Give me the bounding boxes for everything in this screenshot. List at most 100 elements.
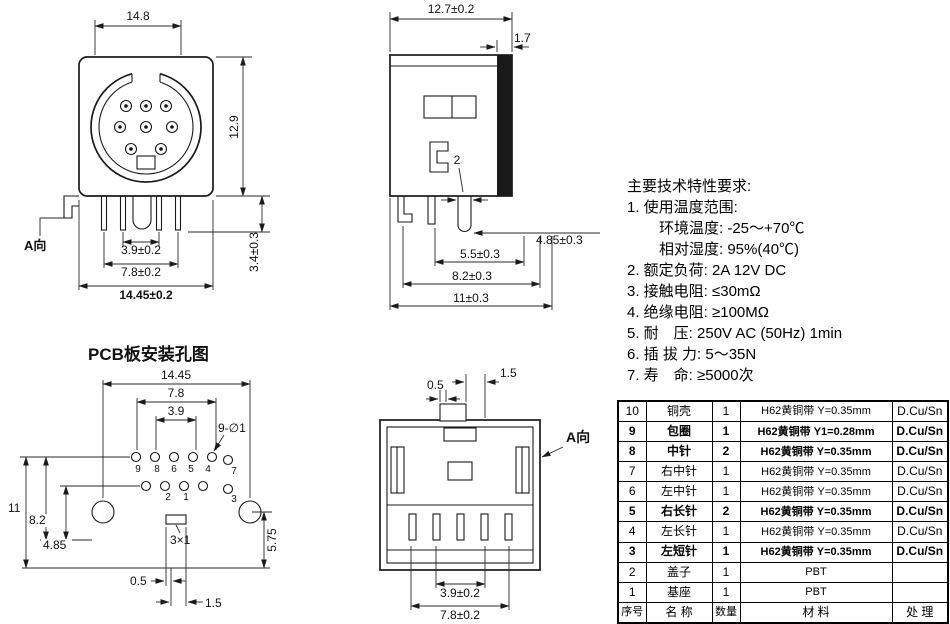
cell-process: D.Cu/Sn (891, 501, 949, 523)
table-row: 1 基座 1 PBT (617, 581, 949, 603)
cell-process (891, 581, 949, 603)
pcb-hole-callout: 9-∅1 (218, 421, 246, 435)
table-row: 9 包圈 1 H62黄铜带 Y1=0.28mm D.Cu/Sn (617, 421, 949, 443)
dim-front-top-width: 14.8 (126, 9, 150, 23)
cell-qty: 1 (711, 541, 741, 563)
cell-name: 右长针 (645, 501, 713, 523)
cell-qty: 1 (711, 521, 741, 543)
table-row: 6 左中针 1 H62黄铜带 Y=0.35mm D.Cu/Sn (617, 481, 949, 503)
tech-notes-title: 主要技术特性要求: (627, 178, 752, 195)
tech-note-line: 7. 寿 命: ≥5000次 (627, 367, 754, 384)
dim-front-pin-span-inner: 3.9±0.2 (121, 243, 161, 257)
table-row: 10 铜壳 1 H62黄铜带 Y=0.35mm D.Cu/Sn (617, 400, 949, 423)
header-no: 序号 (617, 601, 647, 624)
table-row: 4 左长针 1 H62黄铜带 Y=0.35mm D.Cu/Sn (617, 521, 949, 543)
cell-process: D.Cu/Sn (891, 400, 949, 423)
dim-pcb-offset-a: 0.5 (130, 574, 147, 588)
dim-side-span-a: 5.5±0.3 (460, 247, 500, 261)
header-process: 处 理 (891, 601, 949, 624)
dim-pcb-slot-size: 3×1 (170, 533, 191, 547)
pcb-slot (165, 514, 187, 525)
parts-table: 10 铜壳 1 H62黄铜带 Y=0.35mm D.Cu/Sn 9 包圈 1 H… (617, 400, 949, 624)
cell-qty: 2 (711, 441, 741, 463)
pcb-pin-label: 6 (171, 464, 177, 475)
cell-qty: 1 (711, 400, 741, 423)
cell-no: 1 (617, 581, 647, 603)
dim-pcb-offset-b: 1.5 (205, 596, 222, 610)
dim-pcb-lower-height: 4.85 (43, 538, 67, 552)
tech-note-line: 4. 绝缘电阻: ≥100MΩ (627, 304, 769, 321)
front-pins (113, 99, 179, 170)
dim-front-pin-span-outer: 7.8±0.2 (121, 265, 161, 279)
tech-note-line: 1. 使用温度范围: (627, 199, 738, 216)
cell-no: 7 (617, 461, 647, 483)
tech-note-line: 6. 插 拔 力: 5～35N (627, 346, 757, 363)
table-row: 8 中针 2 H62黄铜带 Y=0.35mm D.Cu/Sn (617, 441, 949, 463)
cell-no: 5 (617, 501, 647, 523)
cell-process: D.Cu/Sn (891, 441, 949, 463)
cell-name: 中针 (645, 441, 713, 463)
pcb-pin-label: 4 (205, 464, 211, 475)
dim-rear-pin-span-outer: 7.8±0.2 (440, 608, 480, 622)
cell-process: D.Cu/Sn (891, 541, 949, 563)
pcb-pin-label: 9 (135, 464, 141, 475)
tech-note-line: 相对湿度: 95%(40℃) (659, 241, 800, 258)
dim-pcb-height: 11 (8, 501, 21, 515)
pcb-pin-label: 2 (165, 492, 171, 503)
rear-view: 1.5 0.5 A向 3.9±0.2 7.8±0.2 (379, 366, 590, 622)
cell-process (891, 561, 949, 583)
cell-process: D.Cu/Sn (891, 481, 949, 503)
cell-material: H62黄铜带 Y=0.35mm (739, 441, 893, 463)
cell-material: H62黄铜带 Y=0.35mm (739, 541, 893, 563)
rear-pin-slots (408, 513, 513, 541)
cell-material: H62黄铜带 Y=0.35mm (739, 400, 893, 423)
dim-side-span-b: 8.2±0.3 (452, 269, 492, 283)
cell-material: PBT (739, 561, 893, 583)
tech-note-line: 环境温度: -25～+70℃ (659, 220, 805, 237)
dim-rear-tab-a: 1.5 (500, 366, 517, 380)
cell-material: PBT (739, 581, 893, 603)
tech-note-line: 5. 耐 压: 250V AC (50Hz) 1min (627, 325, 843, 342)
rear-view-label: A向 (566, 429, 590, 445)
front-legs (63, 195, 182, 231)
pcb-pin-label: 3 (231, 494, 237, 505)
cell-name: 左中针 (645, 481, 713, 503)
dim-pcb-pitch-total: 14.45 (161, 368, 191, 382)
dim-front-height: 12.9 (227, 115, 241, 139)
cell-name: 包圈 (645, 421, 713, 443)
dim-pcb-right-height: 5.75 (265, 528, 279, 552)
cell-name: 铜壳 (645, 400, 713, 423)
cell-process: D.Cu/Sn (891, 521, 949, 543)
front-view-label: A向 (24, 238, 46, 253)
header-name: 名 称 (645, 601, 713, 624)
cell-qty: 2 (711, 501, 741, 523)
cell-process: D.Cu/Sn (891, 461, 949, 483)
dim-rear-pin-span-inner: 3.9±0.2 (440, 586, 480, 600)
dim-pcb-pitch-outer: 7.8 (168, 386, 185, 400)
cell-process: D.Cu/Sn (891, 421, 949, 443)
dim-side-flange: 1.7 (514, 31, 531, 45)
table-row: 7 右中针 1 H62黄铜带 Y=0.35mm D.Cu/Sn (617, 461, 949, 483)
cell-qty: 1 (711, 421, 741, 443)
cell-no: 2 (617, 561, 647, 583)
pcb-mounting-hole (91, 500, 115, 524)
pcb-pin-label: 5 (188, 464, 194, 475)
table-row: 2 盖子 1 PBT (617, 561, 949, 583)
dim-pcb-pitch-inner: 3.9 (168, 404, 185, 418)
cell-material: H62黄铜带 Y=0.35mm (739, 521, 893, 543)
dim-front-leg-height: 3.4±0.3 (247, 232, 261, 272)
dim-pcb-mid-height: 8.2 (29, 513, 46, 527)
front-view: 14.8 12.9 3.4±0.3 3.9±0.2 7.8±0.2 14.45±… (24, 9, 270, 302)
cell-qty: 1 (711, 481, 741, 503)
cell-material: H62黄铜带 Y=0.35mm (739, 461, 893, 483)
tech-note-line: 2. 额定负荷: 2A 12V DC (627, 262, 787, 279)
pcb-hole-view: PCB板安装孔图 14.45 7.8 3.9 9-∅1 (8, 344, 279, 610)
cell-material: H62黄铜带 Y=0.35mm (739, 481, 893, 503)
tech-notes: 主要技术特性要求: 1. 使用温度范围: 环境温度: -25～+70℃ 相对湿度… (627, 176, 947, 386)
cell-no: 10 (617, 400, 647, 423)
cell-qty: 1 (711, 561, 741, 583)
pcb-pin-label: 8 (154, 464, 160, 475)
pcb-pin-label: 1 (183, 492, 189, 503)
cell-no: 3 (617, 541, 647, 563)
